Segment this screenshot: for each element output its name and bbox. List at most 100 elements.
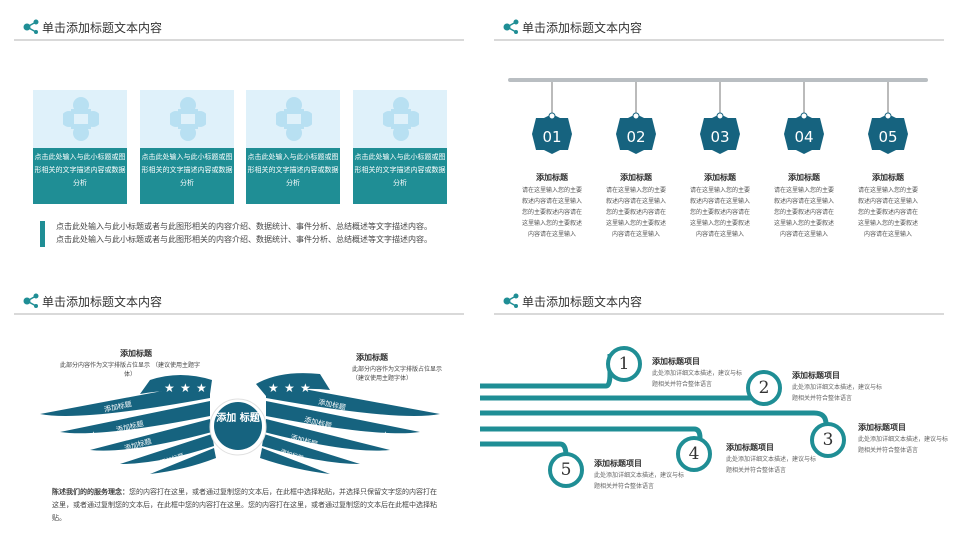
star-icon: ★ bbox=[164, 381, 175, 395]
tag-number: 01 bbox=[542, 128, 562, 146]
tag-string bbox=[551, 82, 553, 114]
image-placeholder[interactable] bbox=[33, 90, 127, 148]
step-description[interactable]: 此处添加详细文本描述，建议与标题相关并符合整体语言 bbox=[792, 384, 883, 402]
slide-panel-1: 单击添加标题文本内容 点击此处输入与此小标题或图形相关的文字描述内容或数据分析 … bbox=[0, 0, 480, 274]
image-card[interactable]: 点击此处输入与此小标题或图形相关的文字描述内容或数据分析 bbox=[246, 90, 340, 204]
image-card[interactable]: 点击此处输入与此小标题或图形相关的文字描述内容或数据分析 bbox=[33, 90, 127, 204]
tag-number: 04 bbox=[794, 128, 814, 146]
tag-string bbox=[887, 82, 889, 114]
tag-string bbox=[719, 82, 721, 114]
step-title[interactable]: 添加标题项目 bbox=[726, 443, 774, 452]
step-number-circle[interactable]: 4 bbox=[676, 436, 712, 472]
molecule-logo-icon bbox=[23, 19, 39, 34]
image-placeholder[interactable] bbox=[140, 90, 234, 148]
hanging-tag[interactable]: 04 添加标题请在这里输入您的主要叙述内容请在这里输入您的主要叙述内容请在这里输入… bbox=[762, 82, 846, 242]
image-placeholder[interactable] bbox=[246, 90, 340, 148]
step-number-circle[interactable]: 2 bbox=[746, 370, 782, 406]
tag-string bbox=[635, 82, 637, 114]
star-icon: ★ bbox=[196, 381, 207, 395]
header-divider bbox=[14, 313, 464, 315]
hanging-tag[interactable]: 03 添加标题请在这里输入您的主要叙述内容请在这里输入您的主要叙述内容请在这里输入… bbox=[678, 82, 762, 242]
tag-description[interactable]: 请在这里输入您的主要叙述内容请在这里输入您的主要叙述内容请在这里输入您的主要叙述… bbox=[521, 187, 582, 238]
process-lines-graphic bbox=[480, 354, 829, 466]
octagon-badge-icon bbox=[868, 112, 908, 154]
slide-title[interactable]: 单击添加标题文本内容 bbox=[42, 21, 163, 35]
octagon-badge-icon bbox=[700, 112, 740, 154]
card-caption[interactable]: 点击此处输入与此小标题或图形相关的文字描述内容或数据分析 bbox=[33, 148, 127, 204]
left-wing-title[interactable]: 添加标题 bbox=[120, 349, 152, 358]
card-caption[interactable]: 点击此处输入与此小标题或图形相关的文字描述内容或数据分析 bbox=[353, 148, 447, 204]
molecule-logo-icon bbox=[503, 293, 519, 308]
star-icon: ★ bbox=[352, 449, 363, 463]
image-card[interactable]: 点击此处输入与此小标题或图形相关的文字描述内容或数据分析 bbox=[353, 90, 447, 204]
accent-bar bbox=[40, 221, 45, 247]
step-description[interactable]: 此处添加详细文本描述，建议与标题相关并符合整体语言 bbox=[726, 456, 817, 474]
tag-description[interactable]: 请在这里输入您的主要叙述内容请在这里输入您的主要叙述内容请在这里输入您的主要叙述… bbox=[605, 187, 666, 238]
statement-label: 陈述我们的的服务理念： bbox=[52, 488, 129, 496]
step-description[interactable]: 此处添加详细文本描述，建议与标题相关并符合整体语言 bbox=[652, 370, 743, 388]
step-number-circle[interactable]: 3 bbox=[810, 422, 846, 458]
hanging-tag[interactable]: 02 添加标题请在这里输入您的主要叙述内容请在这里输入您的主要叙述内容请在这里输入… bbox=[594, 82, 678, 242]
step-number-circle[interactable]: 5 bbox=[548, 452, 584, 488]
header-divider bbox=[494, 39, 944, 41]
slide-header: 单击添加标题文本内容 bbox=[494, 288, 944, 315]
service-statement[interactable]: 陈述我们的的服务理念：您的内容打在这里，或者通过复制您的文本后，在此框中选择粘贴… bbox=[52, 486, 442, 525]
image-placeholder[interactable] bbox=[353, 90, 447, 148]
header-divider bbox=[494, 313, 944, 315]
tag-description[interactable]: 请在这里输入您的主要叙述内容请在这里输入您的主要叙述内容请在这里输入您的主要叙述… bbox=[689, 187, 750, 238]
description-paragraph[interactable]: 点击此处输入与此小标题或者与此图形相关的内容介绍、数据统计、事件分析、总结概述等… bbox=[56, 222, 432, 244]
step-title[interactable]: 添加标题项目 bbox=[792, 371, 840, 380]
slide-title[interactable]: 单击添加标题文本内容 bbox=[42, 295, 163, 309]
star-icon: ★ bbox=[180, 381, 191, 395]
slide-header: 单击添加标题文本内容 bbox=[14, 288, 464, 315]
slide-header: 单击添加标题文本内容 bbox=[14, 14, 464, 41]
wings-graphic[interactable]: ★★★ ★★★ ★★ ★★ bbox=[0, 274, 480, 548]
tag-number: 05 bbox=[878, 128, 898, 146]
slide-panel-2: 单击添加标题文本内容 01 添加标题请在这里输入您的主要叙述内容请在这里输入您的主… bbox=[480, 0, 960, 274]
statement-text: 您的内容打在这里，或者通过复制您的文本后，在此框中选择粘贴，并选择只保留文字您的… bbox=[52, 488, 437, 522]
tag-title[interactable]: 添加标题 bbox=[620, 173, 652, 182]
hanging-tag[interactable]: 01 添加标题请在这里输入您的主要叙述内容请在这里输入您的主要叙述内容请在这里输入… bbox=[510, 82, 594, 242]
tag-title[interactable]: 添加标题 bbox=[704, 173, 736, 182]
slide-title[interactable]: 单击添加标题文本内容 bbox=[522, 21, 643, 35]
card-caption[interactable]: 点击此处输入与此小标题或图形相关的文字描述内容或数据分析 bbox=[246, 148, 340, 204]
step-title[interactable]: 添加标题项目 bbox=[652, 357, 700, 366]
hanging-rod bbox=[508, 78, 928, 82]
step-description[interactable]: 此处添加详细文本描述，建议与标题相关并符合整体语言 bbox=[858, 436, 949, 454]
tag-description[interactable]: 请在这里输入您的主要叙述内容请在这里输入您的主要叙述内容请在这里输入您的主要叙述… bbox=[857, 187, 918, 238]
tag-number: 02 bbox=[626, 128, 646, 146]
slide-header: 单击添加标题文本内容 bbox=[494, 14, 944, 41]
flower-placeholder-icon bbox=[170, 97, 206, 141]
step-description[interactable]: 此处添加详细文本描述，建议与标题相关并符合整体语言 bbox=[594, 472, 685, 490]
molecule-logo-icon bbox=[503, 19, 519, 34]
tag-title[interactable]: 添加标题 bbox=[872, 173, 904, 182]
card-caption[interactable]: 点击此处输入与此小标题或图形相关的文字描述内容或数据分析 bbox=[140, 148, 234, 204]
tag-title[interactable]: 添加标题 bbox=[536, 173, 568, 182]
tag-description[interactable]: 请在这里输入您的主要叙述内容请在这里输入您的主要叙述内容请在这里输入您的主要叙述… bbox=[773, 187, 834, 238]
slide-panel-3: 单击添加标题文本内容 添加标题 此部分内容作为文字排版占位显示 （建议使用主题字… bbox=[0, 274, 480, 548]
star-icon: ★ bbox=[284, 381, 295, 395]
slide-title[interactable]: 单击添加标题文本内容 bbox=[522, 295, 643, 309]
star-icon: ★ bbox=[268, 381, 279, 395]
molecule-logo-icon bbox=[23, 293, 39, 308]
tag-number: 03 bbox=[710, 128, 730, 146]
octagon-badge-icon bbox=[784, 112, 824, 154]
flower-placeholder-icon bbox=[63, 97, 99, 141]
hanging-tag[interactable]: 05 添加标题请在这里输入您的主要叙述内容请在这里输入您的主要叙述内容请在这里输入… bbox=[846, 82, 930, 242]
image-card[interactable]: 点击此处输入与此小标题或图形相关的文字描述内容或数据分析 bbox=[140, 90, 234, 204]
step-title[interactable]: 添加标题项目 bbox=[594, 459, 642, 468]
flower-placeholder-icon bbox=[383, 97, 419, 141]
octagon-badge-icon bbox=[616, 112, 656, 154]
right-wing-subtitle[interactable]: 此部分内容作为文字排版占位显示 （建议使用主题字体） bbox=[352, 366, 443, 382]
flower-placeholder-icon bbox=[276, 97, 312, 141]
star-icon: ★ bbox=[380, 429, 391, 443]
star-icon: ★ bbox=[110, 449, 121, 463]
step-number-circle[interactable]: 1 bbox=[606, 346, 642, 382]
step-title[interactable]: 添加标题项目 bbox=[858, 423, 906, 432]
star-icon: ★ bbox=[300, 381, 311, 395]
right-wing-title[interactable]: 添加标题 bbox=[356, 353, 388, 362]
left-wing-subtitle[interactable]: 此部分内容作为文字排版占位显示 （建议使用主题字体） bbox=[60, 362, 200, 378]
tag-title[interactable]: 添加标题 bbox=[788, 173, 820, 182]
center-badge-title[interactable]: 添加 标题 bbox=[216, 413, 260, 424]
